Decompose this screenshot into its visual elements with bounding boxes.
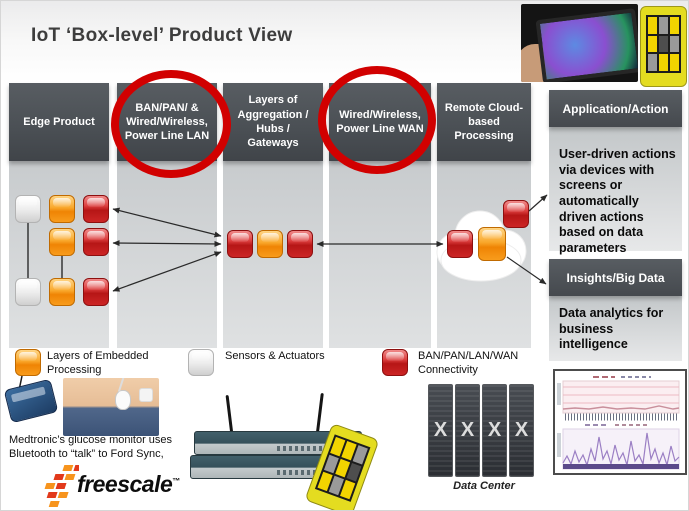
phone-tile-screen <box>646 15 681 73</box>
analytics-chart-graphic <box>557 376 680 470</box>
column-header-edge-product: Edge Product <box>9 83 109 161</box>
highlight-ring-wan <box>318 66 436 174</box>
embedded-processing-box <box>49 195 75 223</box>
embedded-processing-box <box>257 230 283 258</box>
freescale-wordmark: freescale™ <box>77 471 180 497</box>
server-rack-icon: X <box>509 384 534 477</box>
legend-swatch-sensors-actuators <box>188 349 214 376</box>
legend-label-sensors-actuators: Sensors & Actuators <box>225 350 325 362</box>
legend-label-connectivity: BAN/PAN/LAN/WAN Connectivity <box>418 350 519 376</box>
column-header-cloud: Remote Cloud-based Processing <box>437 83 531 161</box>
data-center-label: Data Center <box>453 480 515 492</box>
connectivity-box <box>447 230 473 258</box>
sensor-actuator-box <box>15 195 41 223</box>
freescale-chevron-icon <box>44 465 79 507</box>
insights-big-data-text: Data analytics for business intelligence <box>549 296 682 361</box>
tablet-photo <box>521 4 638 82</box>
freescale-logo: freescale™ <box>43 463 243 509</box>
connectivity-box <box>503 200 529 228</box>
embedded-processing-box <box>478 227 506 261</box>
glucose-monitor-photo <box>63 378 159 436</box>
connectivity-box <box>227 230 253 258</box>
bluetooth-module-photo <box>3 378 59 424</box>
embedded-processing-box <box>49 278 75 306</box>
antenna-icon <box>225 394 234 436</box>
column-header-aggregation: Layers of Aggregation / Hubs / Gateways <box>223 83 323 161</box>
application-action-text: User-driven actions via devices with scr… <box>549 127 682 255</box>
medtronic-caption: Medtronic’s glucose monitor uses Bluetoo… <box>9 434 173 461</box>
connectivity-box <box>83 195 109 223</box>
legend-swatch-connectivity <box>382 349 408 376</box>
server-rack-icon: X <box>455 384 480 477</box>
tablet-screen <box>535 8 638 82</box>
legend-swatch-embedded-processing <box>15 349 41 376</box>
server-rack-icon: X <box>428 384 453 477</box>
connectivity-box <box>83 228 109 256</box>
highlight-ring-lan <box>111 70 231 178</box>
data-center-photo: X X X X <box>428 384 540 477</box>
analytics-chart-thumbnail <box>553 369 687 475</box>
sensor-actuator-box <box>15 278 41 306</box>
sensor-patch-icon <box>139 388 153 402</box>
connectivity-box <box>287 230 313 258</box>
application-action-header: Application/Action <box>549 90 682 127</box>
glucose-sensor-icon <box>115 390 131 410</box>
legend-label-embedded-processing: Layers of Embedded Processing <box>47 350 149 376</box>
page-title: IoT ‘Box-level’ Product View <box>31 25 293 46</box>
insights-big-data-header: Insights/Big Data <box>549 259 682 296</box>
connectivity-box <box>83 278 109 306</box>
server-rack-icon: X <box>482 384 507 477</box>
embedded-processing-box <box>49 228 75 256</box>
yellow-phone-photo <box>640 6 687 87</box>
